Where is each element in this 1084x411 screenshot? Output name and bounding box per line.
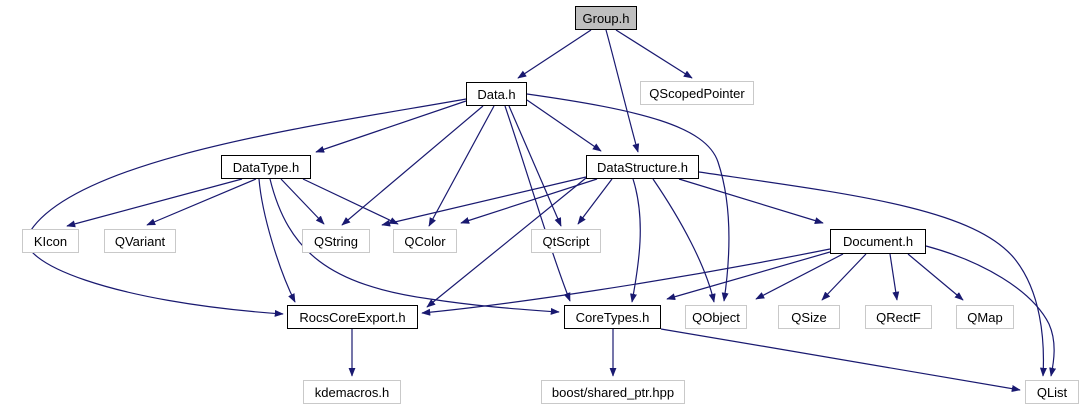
graph-node-qrectf: QRectF <box>865 305 932 329</box>
graph-node-boost: boost/shared_ptr.hpp <box>541 380 685 404</box>
graph-edge-document-to-qobject <box>755 253 844 300</box>
graph-node-document[interactable]: Document.h <box>830 229 926 254</box>
graph-edge-document-to-rocscoreexport <box>421 248 831 316</box>
graph-node-coretypes[interactable]: CoreTypes.h <box>564 305 661 329</box>
graph-node-label: Group.h <box>582 10 630 26</box>
graph-node-label: QSize <box>791 309 827 325</box>
graph-edge-data-to-qobject <box>526 93 730 302</box>
graph-node-qstring: QString <box>302 229 370 253</box>
graph-edge-datastructure-to-document <box>678 178 824 224</box>
graph-node-label: QScopedPointer <box>649 85 745 101</box>
graph-node-qsize: QSize <box>778 305 840 329</box>
graph-node-label: QtScript <box>542 233 590 249</box>
graph-node-label: DataType.h <box>232 159 300 175</box>
graph-edge-data-to-qcolor <box>428 105 495 227</box>
graph-node-label: RocsCoreExport.h <box>299 309 406 325</box>
graph-edge-datatype-to-qvariant <box>146 178 257 226</box>
graph-edge-datastructure-to-rocscoreexport <box>426 177 587 308</box>
graph-edge-datatype-to-qcolor <box>302 178 399 225</box>
graph-node-qvariant: QVariant <box>104 229 176 253</box>
graph-node-label: QObject <box>692 309 740 325</box>
graph-node-rocscoreexport[interactable]: RocsCoreExport.h <box>287 305 418 329</box>
graph-edge-datatype-to-kicon <box>66 178 243 228</box>
graph-node-datatype[interactable]: DataType.h <box>221 155 311 179</box>
graph-edge-document-to-qrectf <box>889 253 900 301</box>
graph-edge-data-to-coretypes <box>504 105 571 302</box>
graph-node-qscopedpointer: QScopedPointer <box>640 81 754 105</box>
graph-node-label: QVariant <box>114 233 166 249</box>
graph-node-kdemacros: kdemacros.h <box>303 380 401 404</box>
graph-node-label: QMap <box>967 309 1003 325</box>
graph-node-kicon: KIcon <box>22 229 79 253</box>
graph-edge-datastructure-to-qtscript <box>577 178 613 225</box>
graph-node-label: boost/shared_ptr.hpp <box>551 384 675 400</box>
graph-edge-datatype-to-rocscoreexport <box>258 178 296 303</box>
graph-node-label: kdemacros.h <box>314 384 390 400</box>
graph-edge-data-to-datastructure <box>526 99 602 152</box>
graph-edge-group-to-data <box>517 29 592 79</box>
graph-edge-datastructure-to-coretypes <box>630 178 641 303</box>
graph-node-label: QString <box>313 233 359 249</box>
graph-node-qlist: QList <box>1025 380 1079 404</box>
graph-edge-group-to-qscopedpointer <box>615 29 693 79</box>
graph-node-qtscript: QtScript <box>531 229 601 253</box>
graph-node-data[interactable]: Data.h <box>466 82 527 106</box>
graph-node-label: QRectF <box>876 309 921 325</box>
graph-node-label: Data.h <box>477 86 516 102</box>
graph-edge-datastructure-to-qlist <box>698 171 1047 377</box>
graph-edge-data-to-qtscript <box>508 105 562 227</box>
graph-edge-data-to-datatype <box>315 100 467 153</box>
graph-edge-group-to-datastructure <box>605 29 640 153</box>
graph-edge-document-to-qmap <box>907 253 964 301</box>
graph-node-label: CoreTypes.h <box>575 309 650 325</box>
graph-edge-data-to-rocscoreexport <box>26 98 467 317</box>
graph-node-qmap: QMap <box>956 305 1014 329</box>
graph-node-qobject: QObject <box>685 305 747 329</box>
graph-edge-document-to-coretypes <box>666 251 831 301</box>
graph-edge-coretypes-to-qlist <box>660 328 1021 392</box>
graph-edge-datastructure-to-qstring <box>381 176 587 227</box>
graph-node-label: QColor <box>404 233 446 249</box>
graph-edge-datastructure-to-qcolor <box>460 178 598 224</box>
graph-edge-document-to-qsize <box>821 253 867 301</box>
graph-node-datastructure[interactable]: DataStructure.h <box>586 155 699 179</box>
graph-node-label: Document.h <box>842 234 914 249</box>
graph-node-label: DataStructure.h <box>596 159 689 175</box>
graph-node-label: KIcon <box>33 233 68 249</box>
graph-edge-data-to-qstring <box>341 105 484 226</box>
graph-edge-datatype-to-qstring <box>280 178 325 225</box>
graph-node-label: QList <box>1036 384 1068 400</box>
graph-node-group: Group.h <box>575 6 637 30</box>
graph-edge-datastructure-to-qobject <box>652 178 716 303</box>
graph-edge-document-to-qlist <box>925 245 1057 377</box>
graph-node-qcolor: QColor <box>393 229 457 253</box>
graph-edge-datatype-to-coretypes <box>269 178 560 315</box>
